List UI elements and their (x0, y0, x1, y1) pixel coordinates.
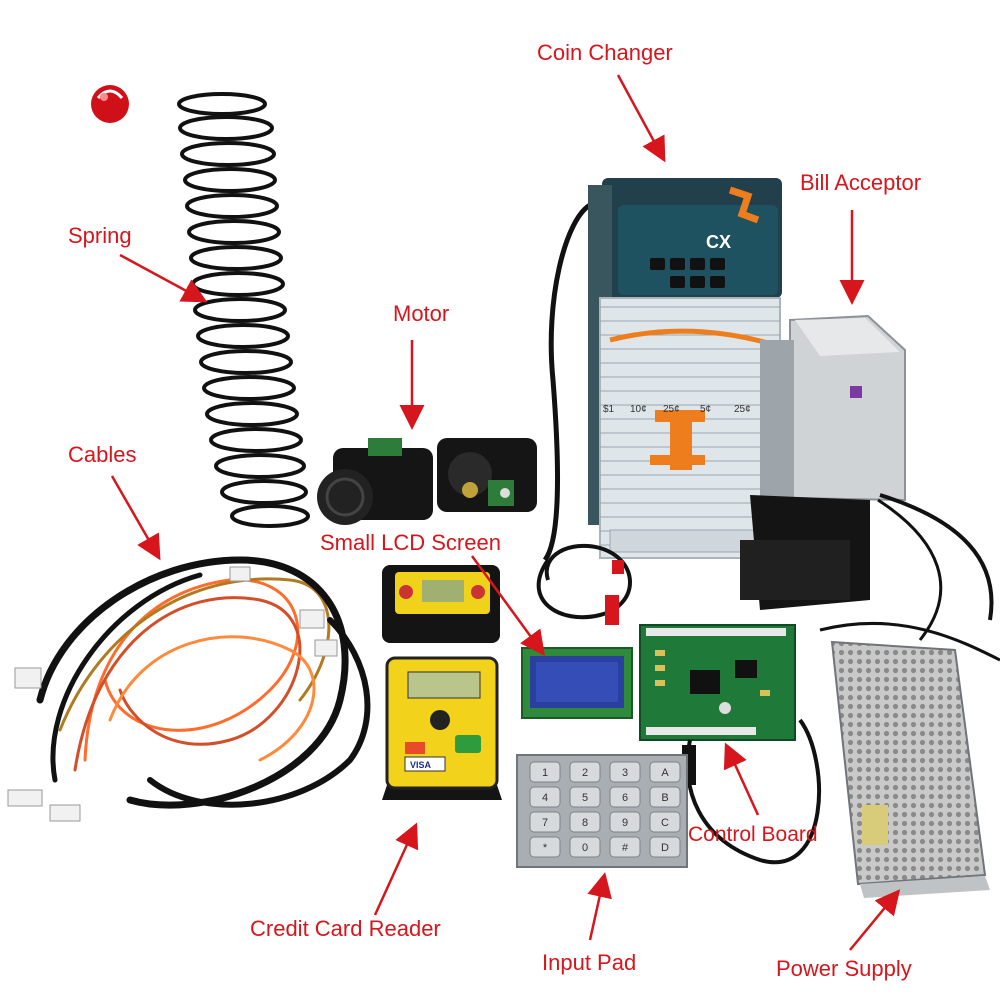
switch-harness (536, 543, 632, 625)
label-input-pad: Input Pad (542, 950, 637, 975)
power-supply (819, 621, 1000, 898)
label-motor: Motor (393, 301, 450, 326)
keypad-key-label: A (661, 767, 669, 779)
cables (7, 556, 371, 822)
keypad-key-label: B (661, 792, 668, 804)
keypad-key (649, 811, 681, 833)
telemetry-module (382, 565, 500, 643)
keypad-key (649, 761, 681, 783)
label-spring: Spring (68, 223, 132, 248)
keypad-key-label: * (543, 842, 548, 854)
arrow-input-pad (587, 872, 612, 941)
logo-ball-icon (91, 85, 129, 123)
label-arrows (110, 74, 901, 951)
keypad-key-label: # (622, 842, 629, 854)
keypad-key-label: 2 (582, 767, 588, 779)
keypad-key-label: 3 (622, 767, 628, 779)
coin-changer-brand: CX (706, 232, 731, 252)
spring (177, 92, 310, 528)
credit-card-reader: VISA (382, 656, 502, 800)
keypad-key (649, 786, 681, 808)
keypad-key (649, 836, 681, 858)
keypad-key-label: 4 (542, 792, 548, 804)
keypad-key (529, 836, 561, 858)
label-power-supply: Power Supply (776, 956, 912, 981)
keypad-key (609, 836, 641, 858)
tube-label: 25¢ (734, 404, 751, 415)
label-bill-acceptor: Bill Acceptor (800, 170, 922, 195)
keypad-key-label: 8 (582, 817, 588, 829)
arrow-credit-card-reader (373, 822, 419, 916)
keypad-key (529, 761, 561, 783)
keypad-key (529, 786, 561, 808)
coin-changer: CX $1 10¢ 25¢ 5¢ 25¢ (542, 178, 782, 562)
bill-acceptor (740, 314, 994, 641)
keypad-key (609, 761, 641, 783)
keypad-key (529, 811, 561, 833)
input-pad: 1 2 3 A 4 5 6 B 7 8 9 C * 0 # D (516, 754, 688, 868)
keypad-key (569, 836, 601, 858)
tube-label: 5¢ (700, 404, 711, 415)
keypad-key (609, 786, 641, 808)
keypad-key-label: D (661, 842, 669, 854)
keypad-key (569, 761, 601, 783)
label-credit-card-reader: Credit Card Reader (250, 916, 441, 941)
arrow-coin-changer (616, 74, 666, 163)
control-board (639, 624, 821, 865)
keypad-key-label: 1 (542, 767, 548, 779)
small-lcd-screen (521, 647, 633, 719)
keypad-key-label: 0 (582, 842, 588, 854)
keypad-key-label: 5 (582, 792, 588, 804)
tube-label: $1 (603, 404, 615, 415)
arrow-power-supply (849, 889, 901, 951)
arrow-small-lcd (470, 555, 545, 657)
keypad-key (569, 786, 601, 808)
label-control-board: Control Board (688, 823, 818, 846)
arrow-cables (110, 475, 161, 561)
tube-label: 25¢ (663, 404, 680, 415)
motor (317, 438, 537, 525)
label-small-lcd-screen: Small LCD Screen (320, 530, 501, 555)
tube-label: 10¢ (630, 404, 647, 415)
keypad-key-label: 6 (622, 792, 628, 804)
keypad-key (609, 811, 641, 833)
keypad-key-label: 9 (622, 817, 628, 829)
keypad-key-label: 7 (542, 817, 548, 829)
arrow-control-board (723, 742, 760, 816)
label-cables: Cables (68, 442, 137, 467)
arrow-spring (119, 253, 208, 303)
keypad-key (569, 811, 601, 833)
label-coin-changer: Coin Changer (537, 40, 673, 65)
keypad-key-label: C (661, 817, 669, 829)
visa-logo: VISA (410, 760, 432, 770)
